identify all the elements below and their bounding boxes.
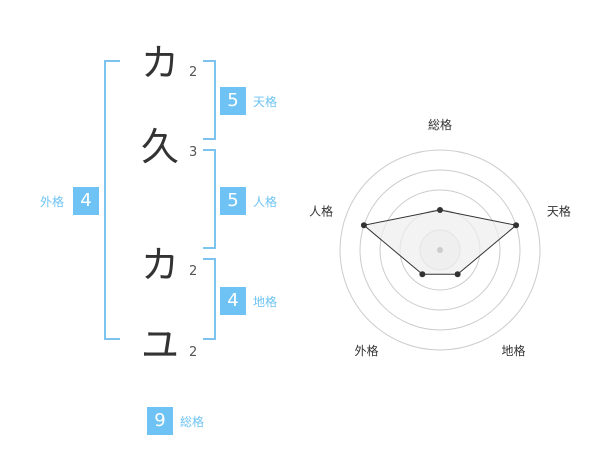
gaikaku-bracket [104, 60, 120, 340]
name-char-2: 久 [140, 125, 179, 169]
soukaku-label: 総格 [180, 415, 205, 429]
stroke-count-4: 2 [189, 345, 198, 360]
gaikaku-label: 外格 [40, 195, 65, 209]
stroke-count-1: 2 [189, 65, 198, 80]
radar-axis-label-1: 総格 [428, 117, 452, 132]
tenkaku-value-box: 5 [220, 87, 246, 115]
chikaku-bracket [203, 258, 216, 340]
jinkaku-label: 人格 [253, 195, 278, 209]
name-char-1: カ [140, 41, 179, 85]
stroke-count-2: 3 [189, 145, 198, 160]
radar-ring-5 [339, 149, 541, 351]
jinkaku-value-box: 5 [220, 187, 246, 215]
radar-point-3 [454, 271, 461, 278]
radar-ring-3 [379, 189, 501, 311]
radar-axis-label-3: 地格 [501, 343, 525, 358]
jinkaku-bracket [203, 149, 216, 249]
gaikaku-value-box: 4 [73, 187, 99, 215]
radar-point-1 [437, 207, 443, 213]
radar-point-5 [360, 222, 367, 229]
radar-point-4 [419, 271, 426, 278]
radar-series-polygon [362, 209, 518, 275]
radar-axis-label-2: 天格 [547, 203, 571, 218]
chikaku-value-box: 4 [220, 287, 246, 315]
name-char-3: カ [140, 243, 179, 287]
chikaku-label: 地格 [253, 295, 278, 309]
radar-axis-label-5: 人格 [309, 203, 333, 218]
stroke-count-3: 2 [189, 264, 198, 279]
tenkaku-bracket [203, 60, 216, 140]
radar-axis-label-4: 外格 [354, 343, 378, 358]
radar-ring-4 [359, 169, 521, 331]
tenkaku-label: 天格 [253, 95, 278, 109]
soukaku-value-box: 9 [147, 407, 173, 435]
radar-center-point [437, 247, 443, 253]
radar-point-2 [513, 222, 520, 229]
name-char-4: ユ [140, 323, 179, 367]
